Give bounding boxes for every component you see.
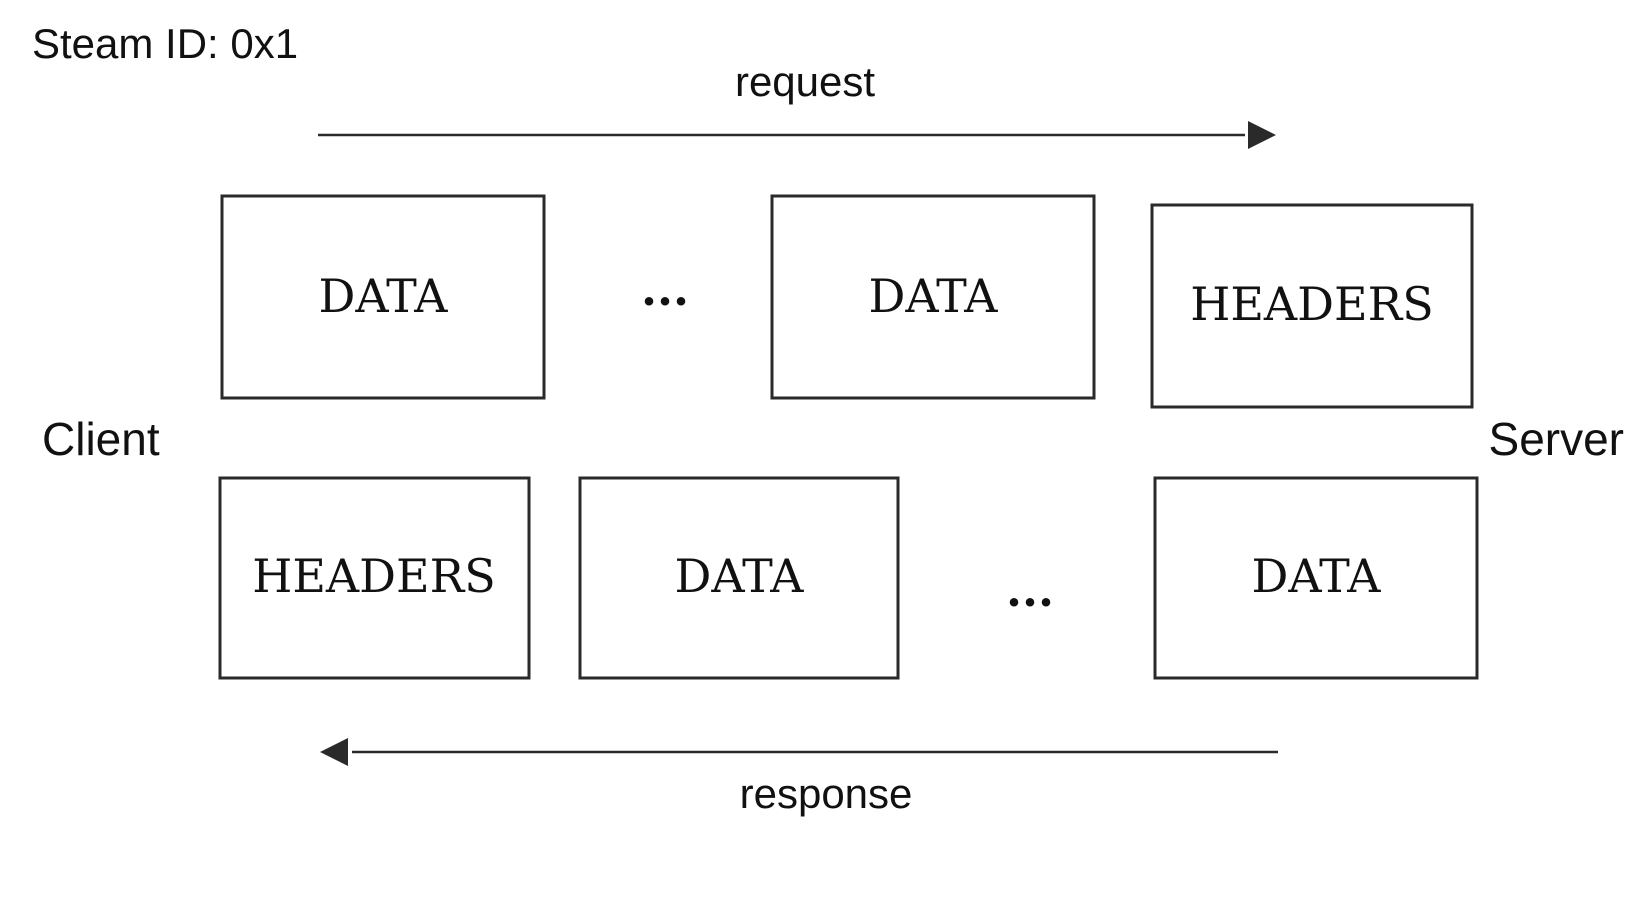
- response-frame-2-label: DATA: [675, 549, 805, 603]
- request-frame-1-label: DATA: [319, 269, 449, 323]
- response-frame-1-label: HEADERS: [252, 549, 496, 603]
- request-frame-3-label: HEADERS: [1190, 277, 1434, 331]
- request-label: request: [735, 58, 875, 105]
- request-frame-3: HEADERS: [1150, 203, 1474, 409]
- response-ellipsis: ...: [1006, 563, 1054, 617]
- response-frame-3: DATA: [1153, 476, 1479, 680]
- request-arrow: [318, 121, 1276, 149]
- request-frame-1: DATA: [220, 194, 546, 400]
- server-label: Server: [1489, 413, 1624, 465]
- response-label: response: [740, 770, 913, 817]
- response-arrow-head: [320, 738, 348, 766]
- request-frame-2-label: DATA: [869, 269, 999, 323]
- request-arrow-head: [1248, 121, 1276, 149]
- stream-id-label: Steam ID: 0x1: [32, 20, 298, 67]
- request-frame-2: DATA: [770, 194, 1096, 400]
- response-arrow: [320, 738, 1278, 766]
- response-frame-1: HEADERS: [218, 476, 531, 680]
- response-frame-3-label: DATA: [1252, 549, 1382, 603]
- response-frame-2: DATA: [578, 476, 900, 680]
- client-label: Client: [42, 413, 160, 465]
- request-ellipsis: ...: [641, 262, 689, 316]
